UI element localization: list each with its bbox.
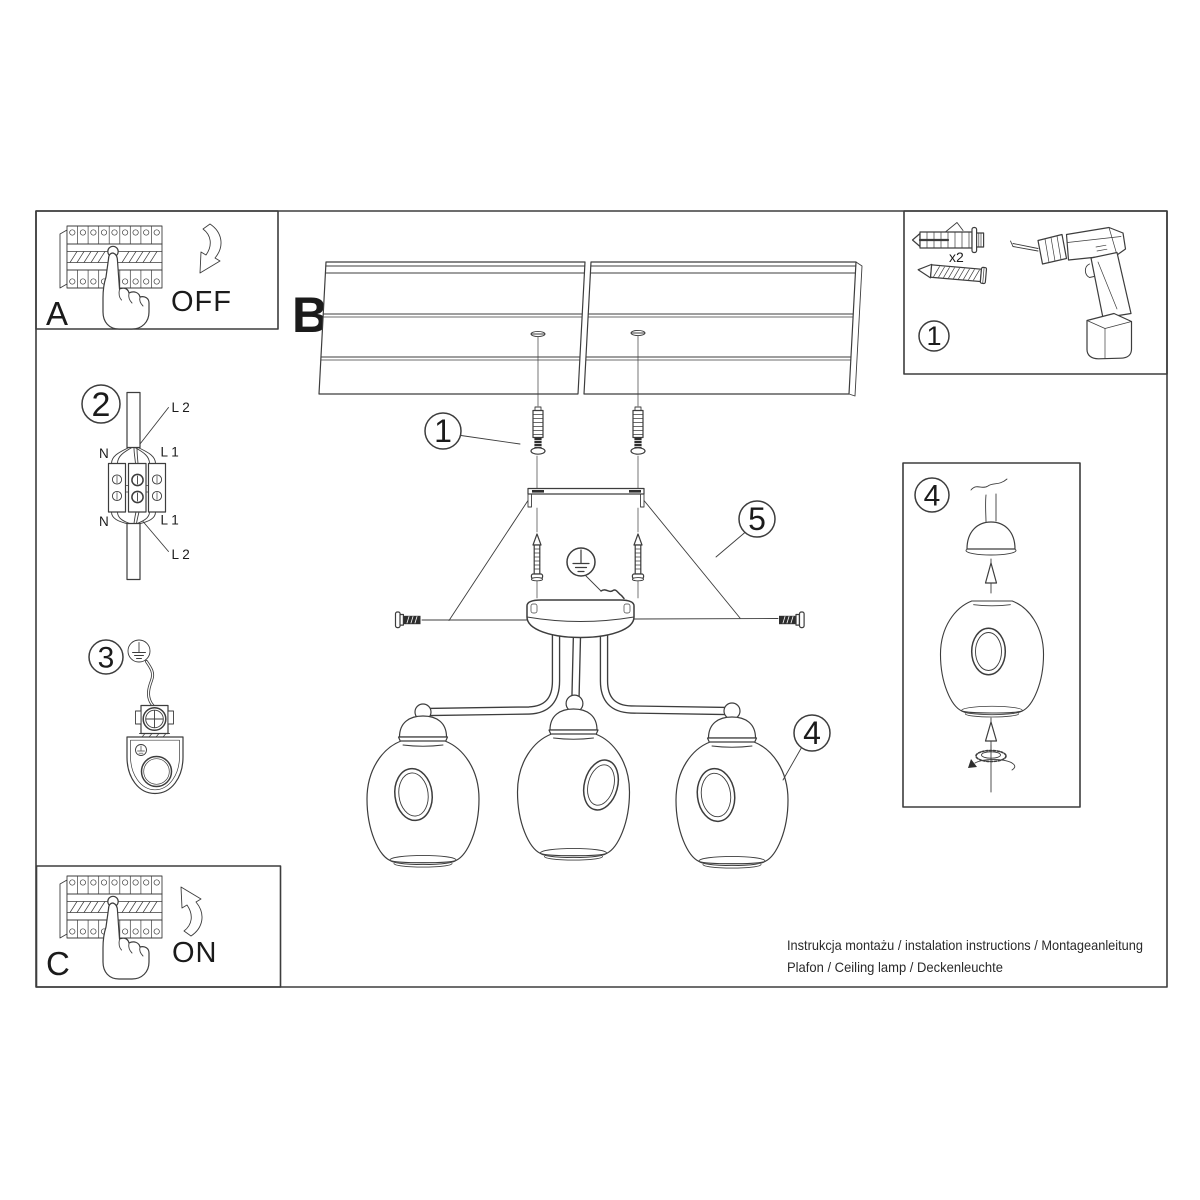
- wire-label-n-bottom: N: [99, 514, 109, 529]
- callout-ground-number: 3: [98, 642, 115, 675]
- panel-tools-border: [903, 210, 1168, 375]
- screw-icon: [917, 263, 988, 285]
- step-a-letter: A: [46, 295, 68, 332]
- shade-right: [675, 741, 789, 869]
- step-c-action: ON: [172, 937, 218, 969]
- assembly-arrow-up: [984, 558, 998, 594]
- callout-canopy: 5: [715, 500, 776, 558]
- canopy: [526, 599, 635, 639]
- callout-tools: 1: [918, 320, 950, 352]
- mounting-bracket: [527, 487, 645, 508]
- screw-right-icon: [631, 533, 645, 582]
- wire-label-l1-bottom: L 1: [161, 513, 179, 528]
- panel-wiring: 2: [81, 384, 190, 581]
- dome-left: [397, 715, 449, 743]
- callout-tools-number: 1: [926, 321, 941, 351]
- panel-tools: x2 1: [903, 210, 1168, 375]
- panel-step-c: C ON: [35, 865, 282, 988]
- outer-frame: [35, 210, 1168, 988]
- footer: Instrukcja montażu / instalation instruc…: [787, 937, 1143, 975]
- side-screw-left-icon: [394, 611, 421, 629]
- callout-ground: 3: [88, 639, 124, 675]
- ground-terminal: [135, 704, 174, 738]
- callout-wiring-number: 2: [92, 386, 111, 424]
- dome-right: [706, 716, 758, 744]
- section-b: B: [292, 261, 863, 869]
- callout-wiring: 2: [81, 384, 121, 424]
- panel-shade-border: [902, 462, 1081, 808]
- ground-wire: [145, 660, 155, 707]
- wire-squiggle: [970, 478, 1008, 491]
- mounting-bracket-ground: [126, 736, 184, 795]
- shade-left: [366, 740, 480, 868]
- anchor-left-icon: [530, 406, 546, 455]
- footer-line-2: Plafon / Ceiling lamp / Deckenleuchte: [787, 959, 1003, 975]
- rotate-arrow: [968, 758, 1016, 771]
- panel-step-a: A OFF: [35, 210, 279, 332]
- panel-ground: 3: [88, 639, 184, 795]
- side-screw-right-icon: [779, 611, 805, 629]
- ceiling-panels: [318, 261, 863, 397]
- wire-label-l1-top: L 1: [161, 445, 179, 460]
- wall-plug-icon: [911, 222, 985, 254]
- screw-left-icon: [530, 533, 544, 582]
- alignment-lines: [536, 335, 639, 599]
- panel-c-border: [35, 865, 282, 988]
- callout-shade-number: 4: [803, 715, 821, 751]
- step-a-action: OFF: [171, 286, 232, 318]
- callout-shade-detail-number: 4: [924, 480, 941, 513]
- lamp-arms: [423, 629, 732, 717]
- footer-line-1: Instrukcja montażu / instalation instruc…: [787, 937, 1143, 953]
- arrow-up-icon: [180, 886, 203, 937]
- callout-anchor: 1: [424, 412, 521, 450]
- arrow-down-icon: [199, 223, 222, 274]
- assembly-arrow-up-2: [984, 717, 998, 750]
- shade-detail-glass: [939, 600, 1045, 718]
- ground-symbol-small: [127, 639, 151, 663]
- dome-detail: [965, 521, 1017, 556]
- ground-symbol: [566, 547, 625, 600]
- wire-label-l2-top: L 2: [172, 400, 190, 415]
- anchor-right-icon: [630, 406, 646, 455]
- cover-outline: [421, 500, 779, 621]
- callout-canopy-number: 5: [748, 501, 766, 537]
- wire-label-n-top: N: [99, 446, 109, 461]
- terminal-block-diagram: [107, 391, 169, 581]
- wire-label-l2-bottom: L 2: [172, 547, 190, 562]
- callout-anchor-number: 1: [434, 413, 452, 449]
- panel-shade-detail: 4: [902, 462, 1081, 808]
- shade-center: [516, 733, 631, 861]
- callout-shade: 4: [782, 714, 831, 781]
- step-c-letter: C: [46, 945, 70, 982]
- ring-nut: [975, 744, 1007, 793]
- dome-center: [548, 708, 599, 736]
- panel-a-border: [35, 210, 279, 330]
- callout-shade-detail: 4: [914, 477, 950, 513]
- anchor-quantity-label: x2: [949, 249, 964, 265]
- drill-icon: [1010, 226, 1133, 360]
